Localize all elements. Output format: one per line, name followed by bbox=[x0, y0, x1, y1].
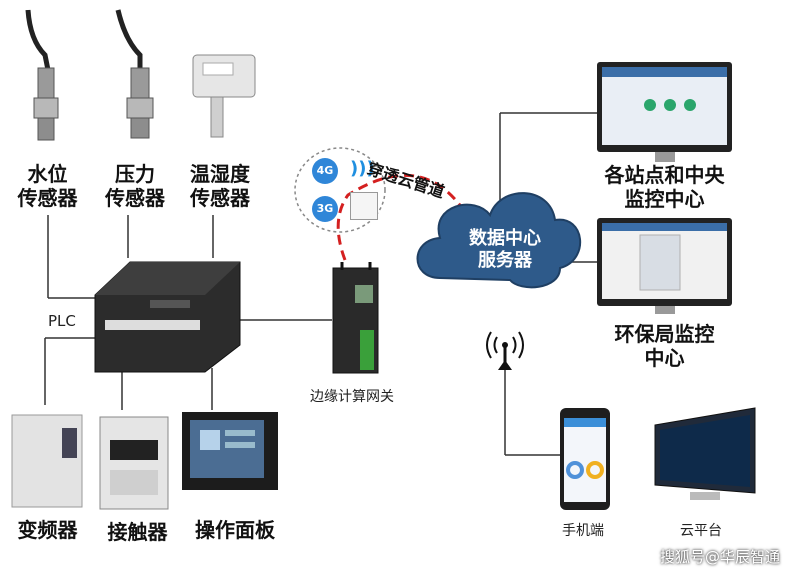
water-level-label-line2: 传感器 bbox=[17, 186, 78, 210]
pressure-sensor-label: 压力 传感器 bbox=[95, 162, 175, 210]
3g-badge-icon: 3G bbox=[312, 196, 338, 222]
inverter-image bbox=[11, 414, 83, 508]
watermark: 搜狐号@华辰智通 bbox=[659, 548, 780, 566]
environment-monitor-image bbox=[597, 218, 732, 314]
temp-humidity-label-line1: 温湿度 bbox=[190, 162, 250, 186]
ethernet-icon bbox=[350, 192, 378, 220]
stations-label-line2: 监控中心 bbox=[624, 187, 705, 211]
operator-panel-image bbox=[182, 412, 278, 490]
wifi-icon: ))) bbox=[350, 158, 375, 179]
cloud-label: 数据中心 服务器 bbox=[455, 228, 555, 272]
gateway-device-image bbox=[332, 262, 379, 374]
contactor-label: 接触器 bbox=[107, 520, 168, 544]
stations-label-line1: 各站点和中央 bbox=[604, 163, 725, 187]
antenna-icon bbox=[486, 331, 524, 370]
pressure-label-line1: 压力 bbox=[115, 162, 155, 186]
wireless-link-path bbox=[336, 173, 464, 261]
stations-monitor-label: 各站点和中央 监控中心 bbox=[592, 163, 737, 211]
water-level-sensor-image bbox=[25, 9, 59, 141]
contactor-image bbox=[99, 416, 169, 510]
environment-label-line1: 环保局监控 bbox=[614, 322, 715, 346]
pressure-sensor-image bbox=[115, 9, 154, 139]
operator-panel-label: 操作面板 bbox=[195, 518, 275, 542]
wireless-zone-ellipse bbox=[294, 147, 386, 233]
temp-humidity-sensor-image bbox=[192, 54, 256, 138]
cloud-label-line2: 服务器 bbox=[478, 250, 532, 271]
temp-humidity-label-line2: 传感器 bbox=[190, 186, 250, 210]
inverter-label: 变频器 bbox=[17, 518, 78, 542]
plc-device-image bbox=[94, 261, 241, 373]
cloud-platform-label: 云平台 bbox=[680, 523, 722, 539]
connector-lines bbox=[44, 112, 597, 456]
gateway-label: 边缘计算网关 bbox=[310, 389, 394, 405]
mobile-label: 手机端 bbox=[562, 523, 604, 539]
pressure-label-line2: 传感器 bbox=[105, 186, 165, 210]
4g-badge-icon: 4G bbox=[312, 158, 338, 184]
environment-label-line2: 中心 bbox=[644, 346, 685, 370]
water-level-sensor-label: 水位 传感器 bbox=[10, 162, 85, 210]
water-level-label-line1: 水位 bbox=[27, 162, 68, 186]
stations-monitor-image bbox=[597, 62, 732, 162]
cloud-shape bbox=[416, 192, 582, 289]
mobile-phone-image bbox=[560, 408, 610, 510]
plc-label: PLC bbox=[48, 312, 76, 330]
environment-monitor-label: 环保局监控 中心 bbox=[592, 322, 737, 370]
temp-humidity-sensor-label: 温湿度 传感器 bbox=[180, 162, 260, 210]
cloud-platform-monitor-image bbox=[654, 407, 756, 500]
cloud-label-line1: 数据中心 bbox=[469, 228, 541, 249]
